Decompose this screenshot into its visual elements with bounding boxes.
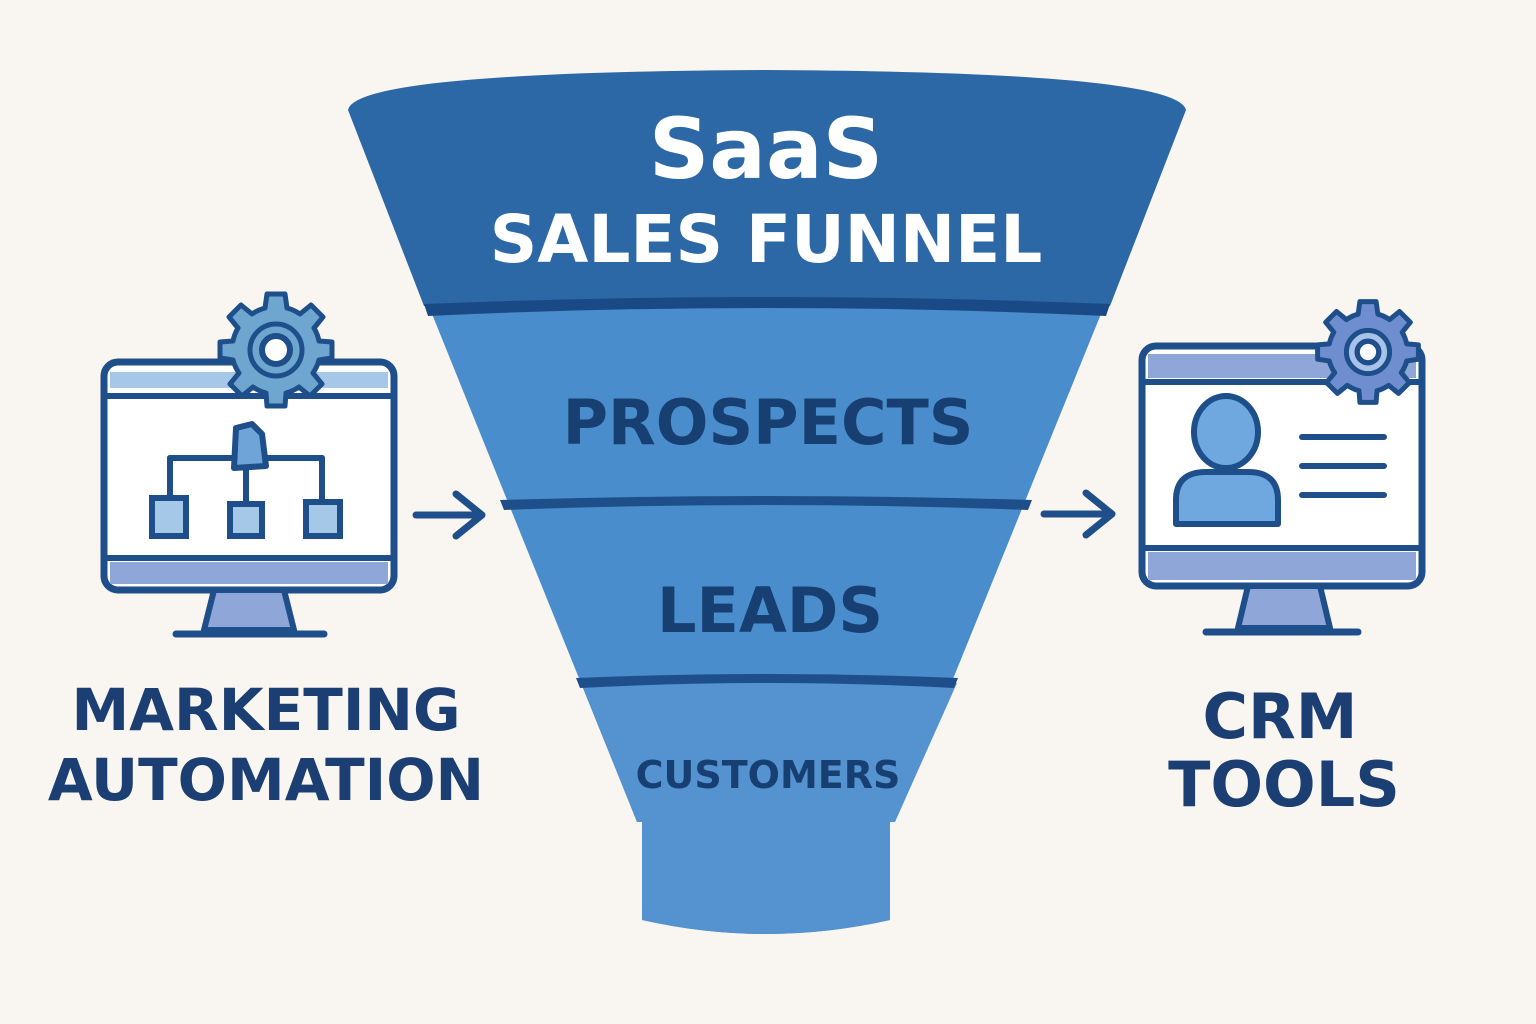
gear-icon (217, 291, 335, 409)
funnel-stage-prospects: PROSPECTS (563, 386, 974, 459)
funnel-lower-shade (582, 683, 957, 934)
funnel-stage-customers: CUSTOMERS (636, 753, 901, 797)
workflow-monitor-gear-icon (100, 291, 398, 638)
funnel-top-section (348, 70, 1186, 306)
crm-tools-label-line1: CRM (1203, 680, 1358, 753)
funnel-separator-1 (424, 297, 1110, 316)
contact-card-monitor-gear-icon (1138, 299, 1426, 636)
crm-tools-label-line2: TOOLS (1168, 748, 1400, 821)
arrow-right-icon (1040, 489, 1116, 539)
funnel-stage-leads: LEADS (657, 574, 883, 647)
user-avatar-icon (1173, 393, 1281, 527)
funnel-title-line2: SALES FUNNEL (490, 201, 1043, 278)
funnel: SaaS SALES FUNNEL PROSPECTS LEADS CUSTOM… (348, 70, 1186, 934)
funnel-separator-2 (500, 496, 1032, 510)
marketing-automation-label-line1: MARKETING (71, 676, 460, 744)
funnel-separator-3 (576, 674, 958, 688)
gear-icon (1315, 299, 1421, 405)
arrow-right-icon (412, 490, 486, 540)
funnel-title-line1: SaaS (649, 100, 883, 198)
marketing-automation-label-line2: AUTOMATION (48, 746, 484, 814)
funnel-body (428, 304, 1105, 934)
